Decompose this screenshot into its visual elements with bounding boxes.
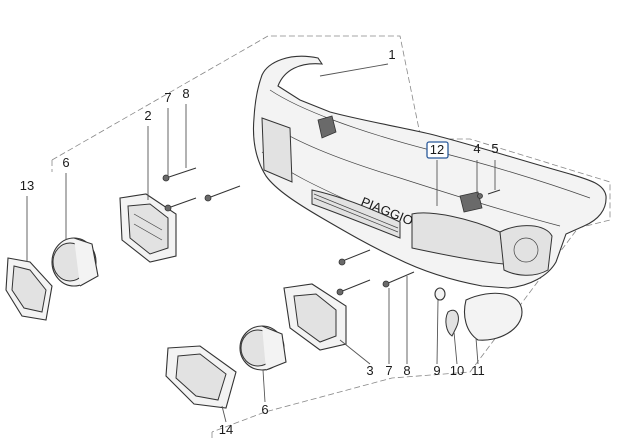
callout-7-right: 7 (385, 363, 392, 378)
callout-8-right: 8 (403, 363, 410, 378)
top-right-fasteners (477, 189, 501, 199)
callout-labels: 1 2 7 8 6 13 12 4 5 3 7 8 9 10 11 6 14 (20, 47, 499, 437)
callout-14: 14 (219, 422, 233, 437)
callout-2: 2 (144, 108, 151, 123)
right-headlight-bracket (283, 283, 347, 351)
callout-1: 1 (388, 47, 395, 62)
callout-11: 11 (471, 363, 485, 378)
callout-12-box (426, 141, 449, 159)
callout-3: 3 (366, 363, 373, 378)
callout-4: 4 (473, 141, 480, 156)
callout-8-left: 8 (182, 86, 189, 101)
right-lamp-frame (165, 345, 237, 409)
right-fog-lamp (239, 325, 287, 371)
group-boundary (51, 35, 611, 441)
left-lamp-frame (5, 257, 53, 321)
callout-6-right: 6 (261, 402, 268, 417)
callout-6-left: 6 (62, 155, 69, 170)
leader-lines (26, 63, 496, 423)
side-cover-panel (463, 292, 523, 341)
bulb-and-clip (434, 287, 459, 337)
left-fog-lamp (51, 237, 99, 287)
callout-12: 12 (430, 142, 444, 157)
callout-7-left: 7 (164, 90, 171, 105)
callout-13: 13 (20, 178, 34, 193)
callout-9: 9 (433, 363, 440, 378)
right-fasteners (336, 249, 415, 296)
callout-10: 10 (450, 363, 464, 378)
left-fasteners (162, 167, 241, 212)
front-bumper: PIAGGIO (252, 55, 607, 289)
left-headlight-bracket (119, 193, 177, 263)
callout-5: 5 (491, 141, 498, 156)
